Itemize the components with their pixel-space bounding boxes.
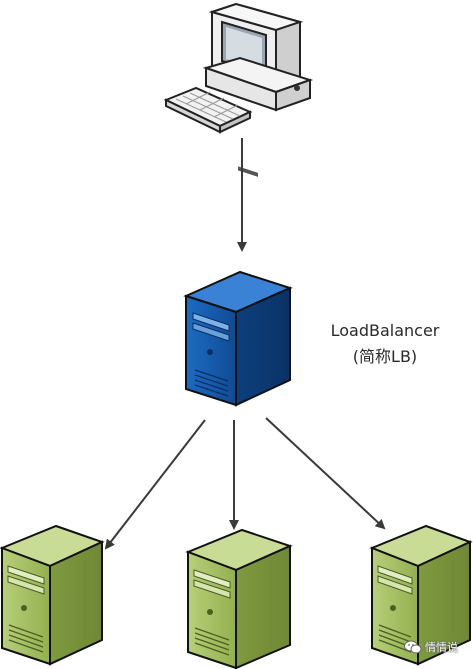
backend-server-2-icon [185, 528, 293, 669]
watermark: 情情说 [404, 639, 458, 655]
arrow-lb-to-backend-1 [104, 419, 206, 550]
arrow-lb-to-backend-3 [265, 417, 386, 530]
load-balancer-alias: (简称LB) [352, 347, 418, 366]
client-computer-icon [163, 2, 314, 177]
load-balancer-name: LoadBalancer [330, 321, 440, 340]
watermark-text: 情情说 [425, 641, 458, 654]
backend-server-3-icon [369, 524, 473, 666]
load-balancer-label: LoadBalancer (简称LB) [310, 318, 460, 370]
load-balancer-server-icon [183, 270, 293, 407]
backend-server-1-icon [0, 524, 105, 666]
wechat-icon [404, 640, 422, 654]
